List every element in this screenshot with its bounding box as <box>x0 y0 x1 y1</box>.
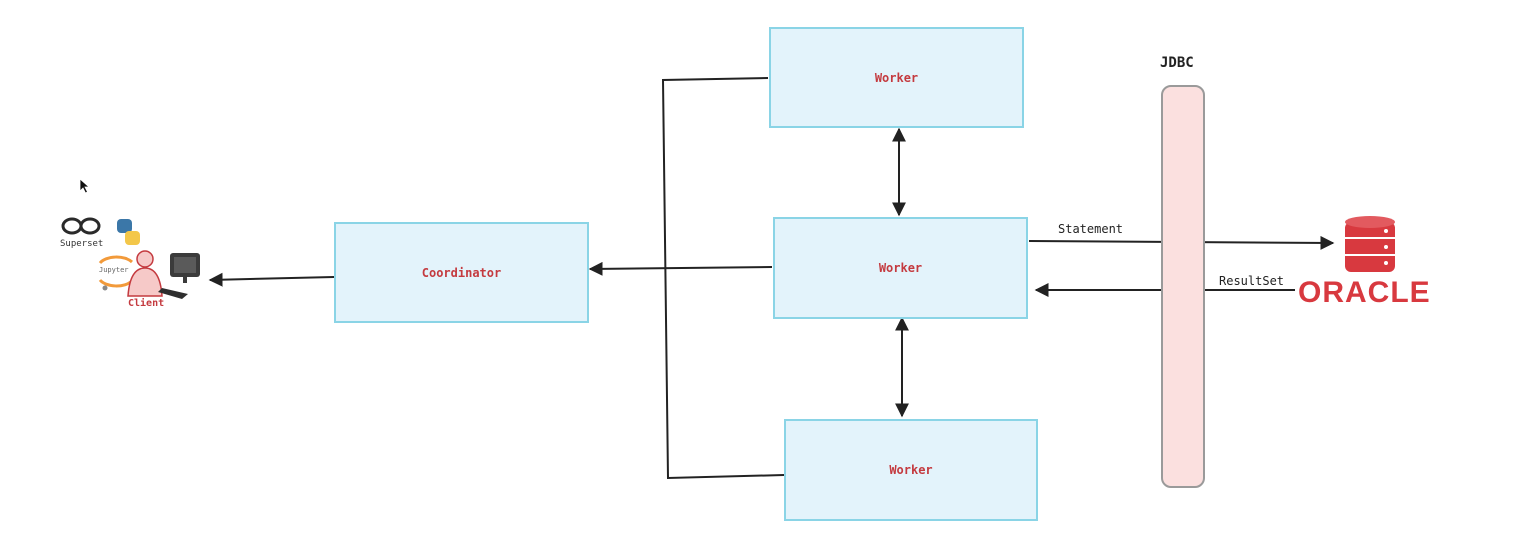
worker-top-node[interactable]: Worker <box>769 27 1024 128</box>
worker-middle-label: Worker <box>878 261 923 275</box>
arrow-coordinator-to-client <box>208 272 335 287</box>
oracle-logo: ORACLE <box>1298 276 1431 309</box>
database-icon <box>1345 216 1395 272</box>
mouse-cursor-icon <box>79 178 91 194</box>
worker-bracket-line <box>661 77 785 480</box>
worker-top-label: Worker <box>874 70 919 85</box>
worker-bottom-label: Worker <box>889 463 933 477</box>
jupyter-label: Jupyter <box>99 266 129 274</box>
arrow-worker-to-coordinator <box>588 261 773 276</box>
client-label: Client <box>128 298 165 309</box>
coordinator-node[interactable]: Coordinator <box>334 222 589 323</box>
jdbc-label: JDBC <box>1160 55 1194 71</box>
monitor-icon <box>158 253 200 299</box>
person-icon <box>127 250 163 297</box>
superset-label: Superset <box>60 239 104 249</box>
client-illustration <box>61 217 200 299</box>
jdbc-bar <box>1161 85 1205 488</box>
coordinator-label: Coordinator <box>421 265 502 280</box>
worker-middle-node[interactable]: Worker <box>773 217 1028 319</box>
python-logo-icon <box>117 219 140 245</box>
superset-logo-icon <box>61 217 101 235</box>
worker-bottom-node[interactable]: Worker <box>784 419 1038 521</box>
resultset-label: ResultSet <box>1219 274 1285 288</box>
statement-label: Statement <box>1058 222 1124 236</box>
